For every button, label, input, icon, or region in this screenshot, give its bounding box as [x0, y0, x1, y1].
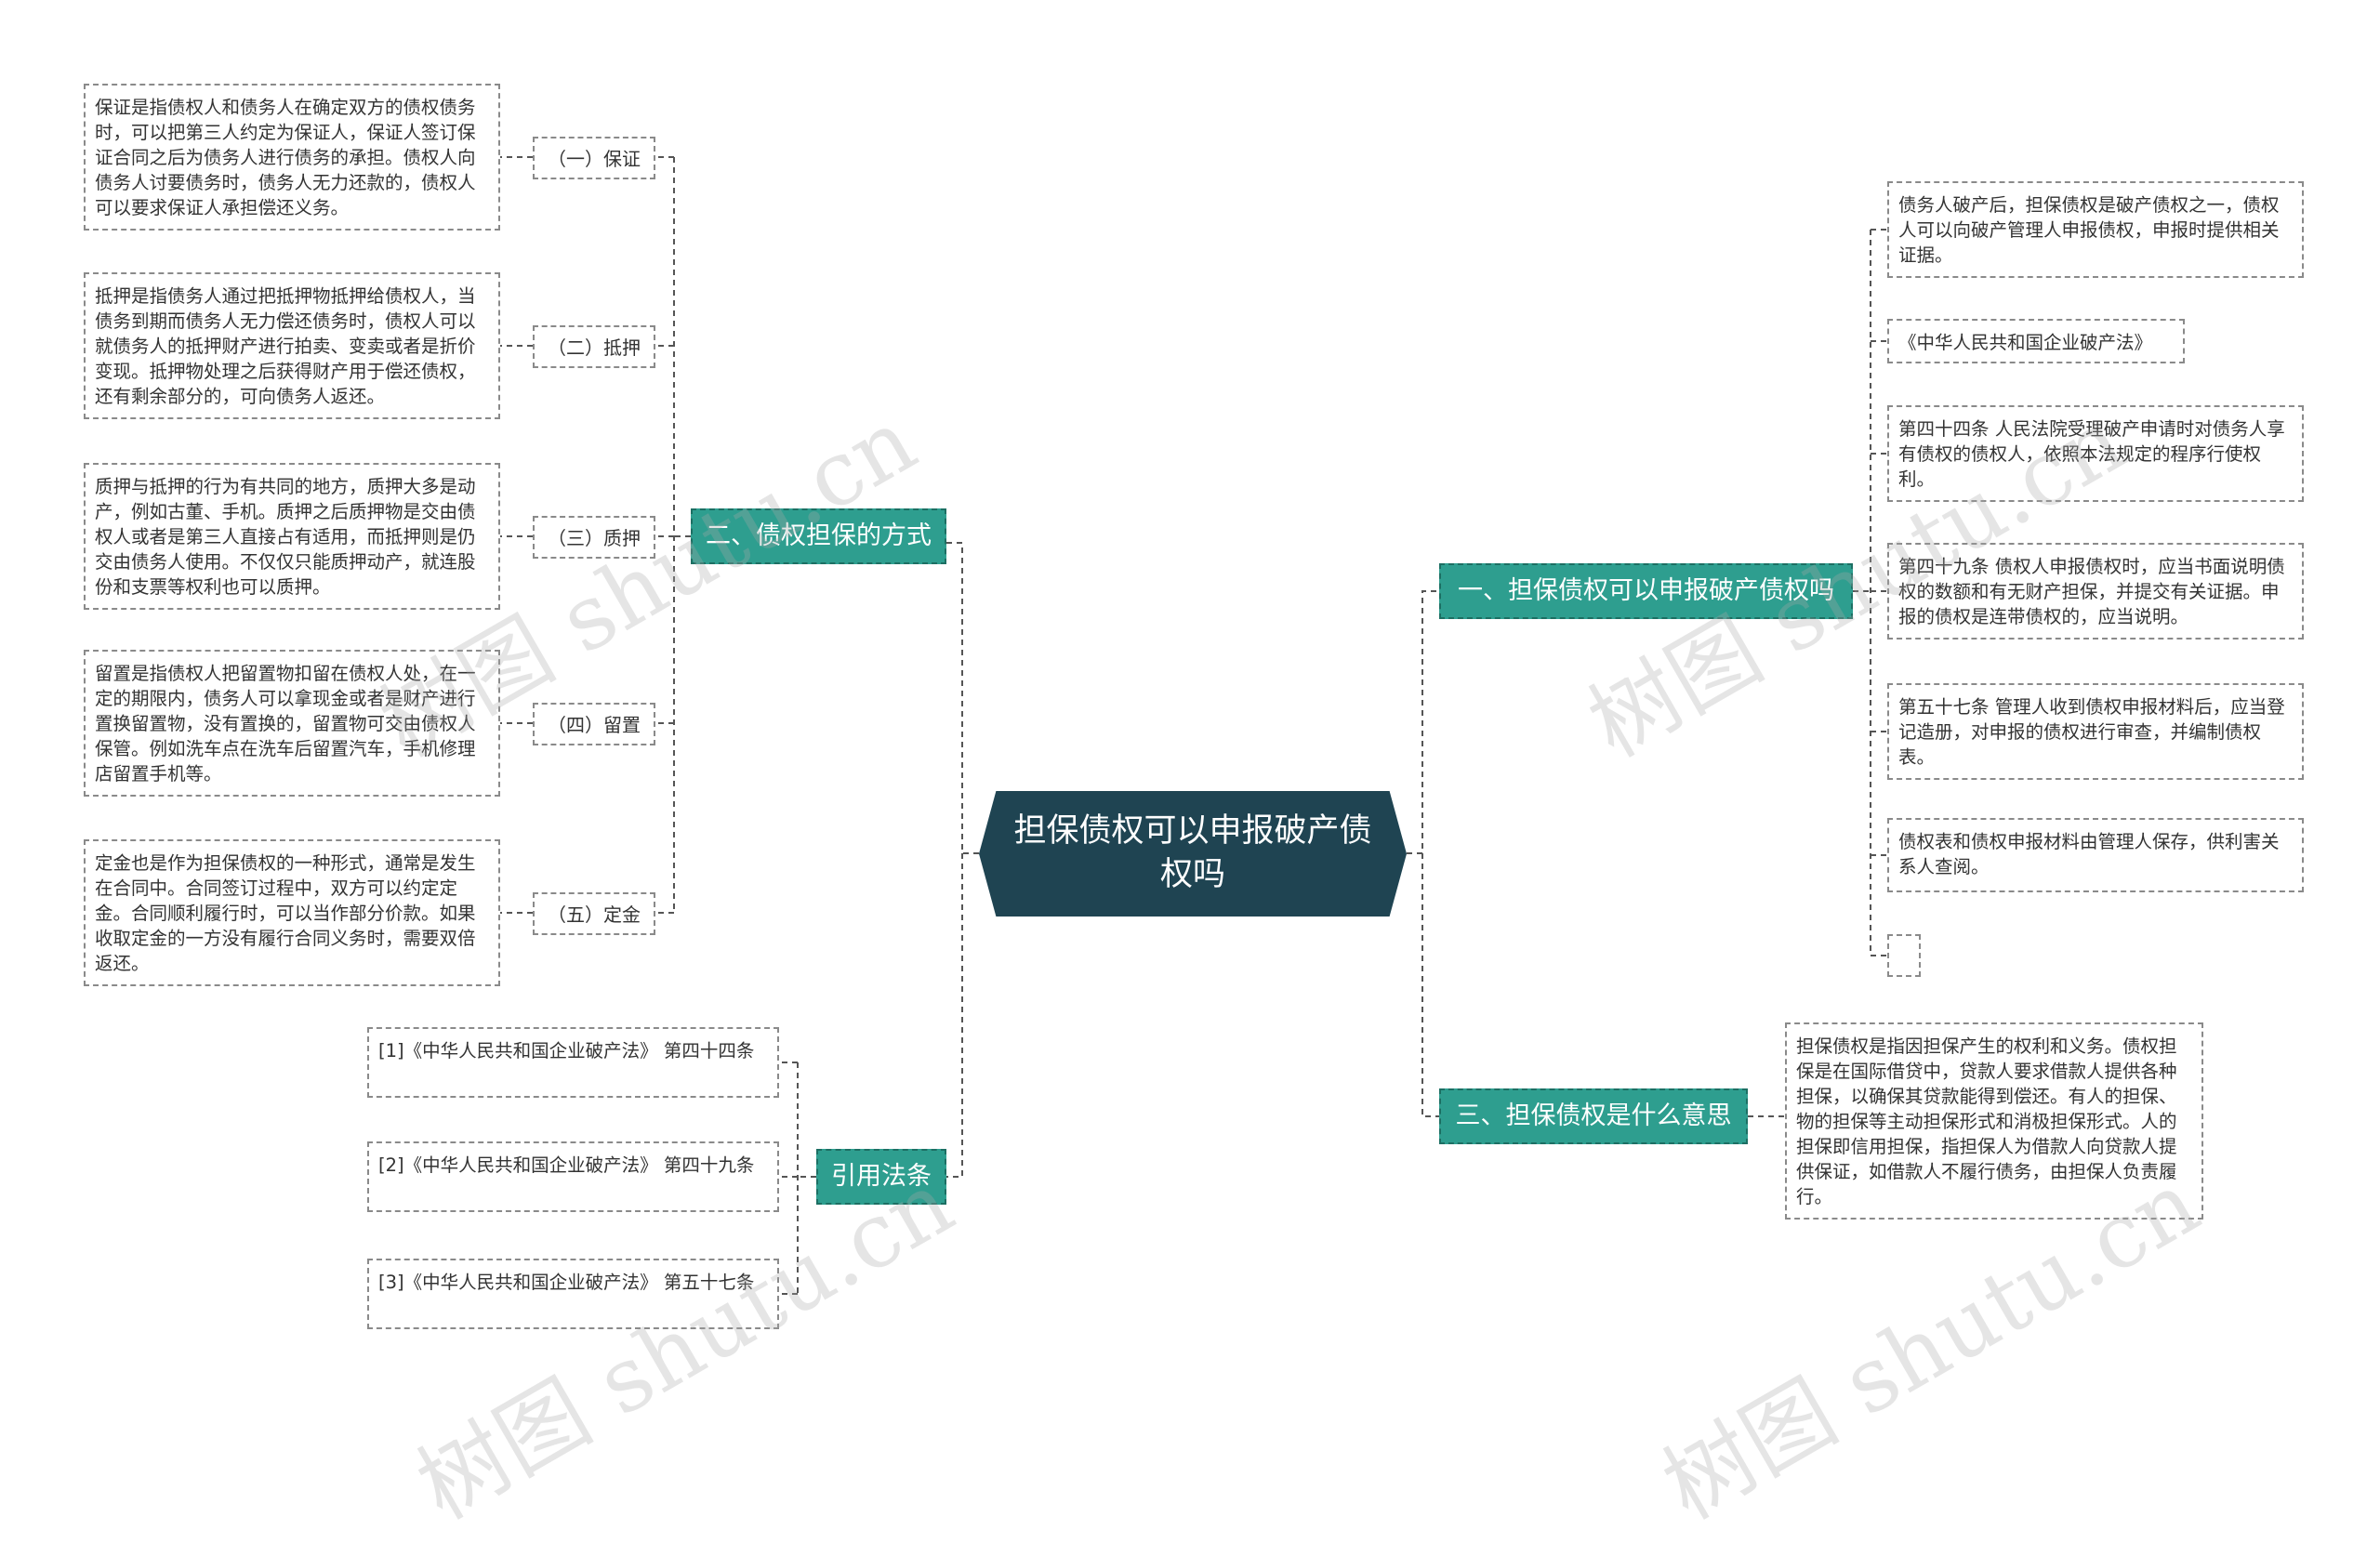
branch-can-declare[interactable]: 一、担保债权可以申报破产债权吗 — [1439, 563, 1853, 619]
citation-item[interactable]: [2]《中华人民共和国企业破产法》 第四十九条 — [367, 1141, 779, 1212]
b3-meaning-text: 担保债权是指因担保产生的权利和义务。债权担保是在国际借贷中，贷款人要求借款人提供… — [1785, 1022, 2203, 1220]
method-text-mortgage: 抵押是指债务人通过把抵押物抵押给债权人，当债务到期而债务人无力偿还债务时，债权人… — [84, 272, 500, 419]
method-text-lien: 留置是指债权人把留置物扣留在债权人处，在一定的期限内，债务人可以拿现金或者是财产… — [84, 650, 500, 797]
branch-citations[interactable]: 引用法条 — [816, 1149, 946, 1205]
connector-lines — [500, 156, 1887, 1295]
method-text-pledge: 质押与抵押的行为有共同的地方，质押大多是动产，例如古董、手机。质押之后质押物是交… — [84, 463, 500, 610]
method-text-guarantee: 保证是指债权人和债务人在确定双方的债权债务时，可以把第三人约定为保证人，保证人签… — [84, 84, 500, 231]
method-label-guarantee[interactable]: （一）保证 — [533, 137, 655, 179]
method-label-lien[interactable]: （四）留置 — [533, 703, 655, 745]
b1-item-law-title: 《中华人民共和国企业破产法》 — [1887, 319, 2185, 363]
b1-item-article-44: 第四十四条 人民法院受理破产申请时对债务人享有债权的债权人，依照本法规定的程序行… — [1887, 405, 2304, 502]
b1-item-empty — [1887, 934, 1921, 977]
method-label-pledge[interactable]: （三）质押 — [533, 516, 655, 559]
citation-item[interactable]: [3]《中华人民共和国企业破产法》 第五十七条 — [367, 1259, 779, 1329]
citation-item[interactable]: [1]《中华人民共和国企业破产法》 第四十四条 — [367, 1027, 779, 1098]
method-label-mortgage[interactable]: （二）抵押 — [533, 325, 655, 368]
method-text-deposit: 定金也是作为担保债权的一种形式，通常是发生在合同中。合同签订过程中，双方可以约定… — [84, 839, 500, 986]
branch-meaning[interactable]: 三、担保债权是什么意思 — [1439, 1088, 1748, 1144]
b1-item-article-49: 第四十九条 债权人申报债权时，应当书面说明债权的数额和有无财产担保，并提交有关证… — [1887, 543, 2304, 640]
root-node[interactable]: 担保债权可以申报破产债 权吗 — [979, 791, 1407, 917]
b1-item-claims-table: 债权表和债权申报材料由管理人保存，供利害关系人查阅。 — [1887, 818, 2304, 892]
b1-item-article-57: 第五十七条 管理人收到债权申报材料后，应当登记造册，对申报的债权进行审查，并编制… — [1887, 683, 2304, 780]
branch-guarantee-methods[interactable]: 二、债权担保的方式 — [691, 508, 946, 564]
b1-item-bankruptcy-claim: 债务人破产后，担保债权是破产债权之一，债权人可以向破产管理人申报债权，申报时提供… — [1887, 181, 2304, 278]
method-label-deposit[interactable]: （五）定金 — [533, 892, 655, 935]
